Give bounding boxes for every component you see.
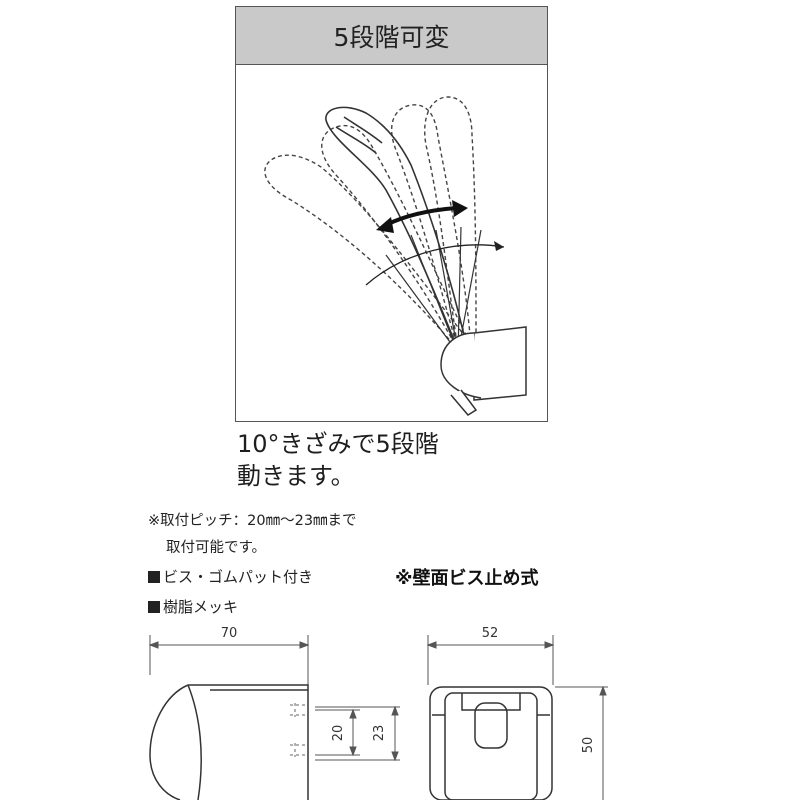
feature-label: 樹脂メッキ — [163, 598, 239, 616]
dim-pitch-max: 23 — [372, 725, 387, 742]
caption-line-2: 動きます。 — [237, 462, 355, 490]
dim-height: 50 — [581, 737, 596, 754]
bullet-square-icon — [148, 571, 160, 583]
angle-caption: 10°きざみで5段階 動きます。 — [237, 428, 439, 492]
pitch-note: ※取付ピッチ：20㎜～23㎜まで 取付可能です。 — [148, 508, 357, 562]
panel-title: 5段階可変 — [236, 7, 547, 65]
angle-illustration-panel: 5段階可変 — [235, 6, 548, 422]
bullet-square-icon — [148, 601, 160, 613]
dim-front-width: 52 — [482, 626, 499, 641]
caption-line-1: 10°きざみで5段階 — [237, 430, 439, 458]
feature-item: ビス・ゴムパット付き — [148, 566, 313, 587]
double-headed-arrow-icon — [376, 200, 468, 233]
feature-item: 樹脂メッキ — [148, 596, 238, 617]
feature-label: ビス・ゴムパット付き — [163, 568, 314, 586]
mount-method: ※壁面ビス止め式 — [395, 568, 539, 589]
dim-pitch-min: 20 — [331, 725, 346, 742]
dim-side-width: 70 — [221, 626, 238, 641]
shower-holder-angle-illustration — [264, 96, 527, 416]
note-line-1: ※取付ピッチ：20㎜～23㎜まで — [148, 513, 357, 529]
dimension-drawings: 70 52 20 23 50 — [148, 626, 608, 800]
note-line-2: 取付可能です。 — [166, 540, 267, 556]
